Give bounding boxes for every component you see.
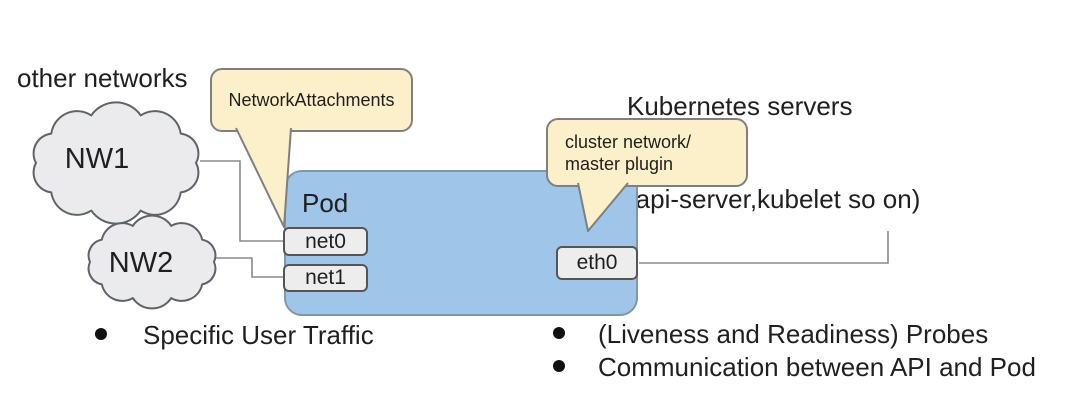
kubernetes-servers-line2: (api-server,kubelet so on) (627, 184, 921, 214)
network-attachments-callout-text: NetworkAttachments (228, 89, 395, 110)
cluster-network-callout-line1: cluster network/ (565, 132, 692, 152)
connector-nw1-to-net0 (200, 160, 283, 242)
cloud-nw1-label: NW1 (64, 143, 130, 175)
kubernetes-servers-heading: Kubernetes servers (api-server,kubelet s… (627, 29, 920, 277)
interface-net0: net0 (283, 227, 368, 256)
connector-nw2-to-net1 (216, 257, 283, 278)
bullet-right-2: Communication between API and Pod (598, 352, 1036, 382)
bullet-dot (553, 360, 565, 372)
bullet-dot (553, 327, 565, 339)
bullet-left-1: Specific User Traffic (143, 320, 374, 350)
cluster-network-callout-line2: master plugin (565, 154, 674, 174)
interface-eth0: eth0 (556, 246, 638, 280)
pod-label: Pod (302, 188, 349, 218)
network-attachments-callout: NetworkAttachments (210, 68, 413, 132)
interface-net1: net1 (283, 264, 368, 292)
other-networks-heading: other networks (17, 63, 188, 93)
cluster-network-callout: cluster network/ master plugin (546, 118, 748, 187)
bullet-dot (95, 328, 107, 340)
kubernetes-servers-line1: Kubernetes servers (627, 91, 853, 121)
cloud-nw2-label: NW2 (108, 247, 174, 279)
network-attachments-callout-tail (235, 127, 292, 228)
bullet-right-1: (Liveness and Readiness) Probes (598, 319, 989, 349)
